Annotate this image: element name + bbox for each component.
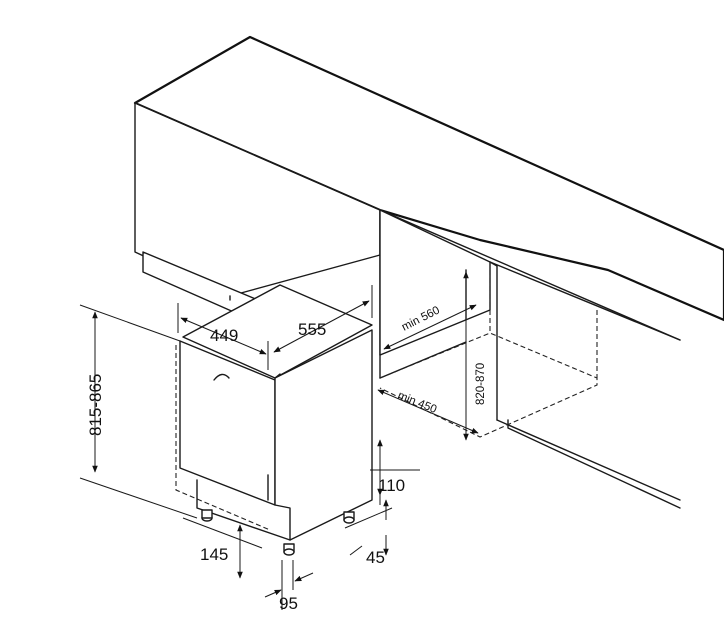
dimension-lines xyxy=(79,271,479,610)
label-555: 555 xyxy=(298,320,326,339)
label-449: 449 xyxy=(210,326,238,345)
dishwasher-unit xyxy=(175,284,373,556)
label-95: 95 xyxy=(279,594,298,613)
label-820-870: 820-870 xyxy=(475,363,487,405)
label-min-450: min 450 xyxy=(396,390,438,416)
label-145: 145 xyxy=(200,545,228,564)
label-815-865: 815-865 xyxy=(86,374,105,436)
label-45: 45 xyxy=(366,548,385,567)
label-110: 110 xyxy=(378,476,405,495)
